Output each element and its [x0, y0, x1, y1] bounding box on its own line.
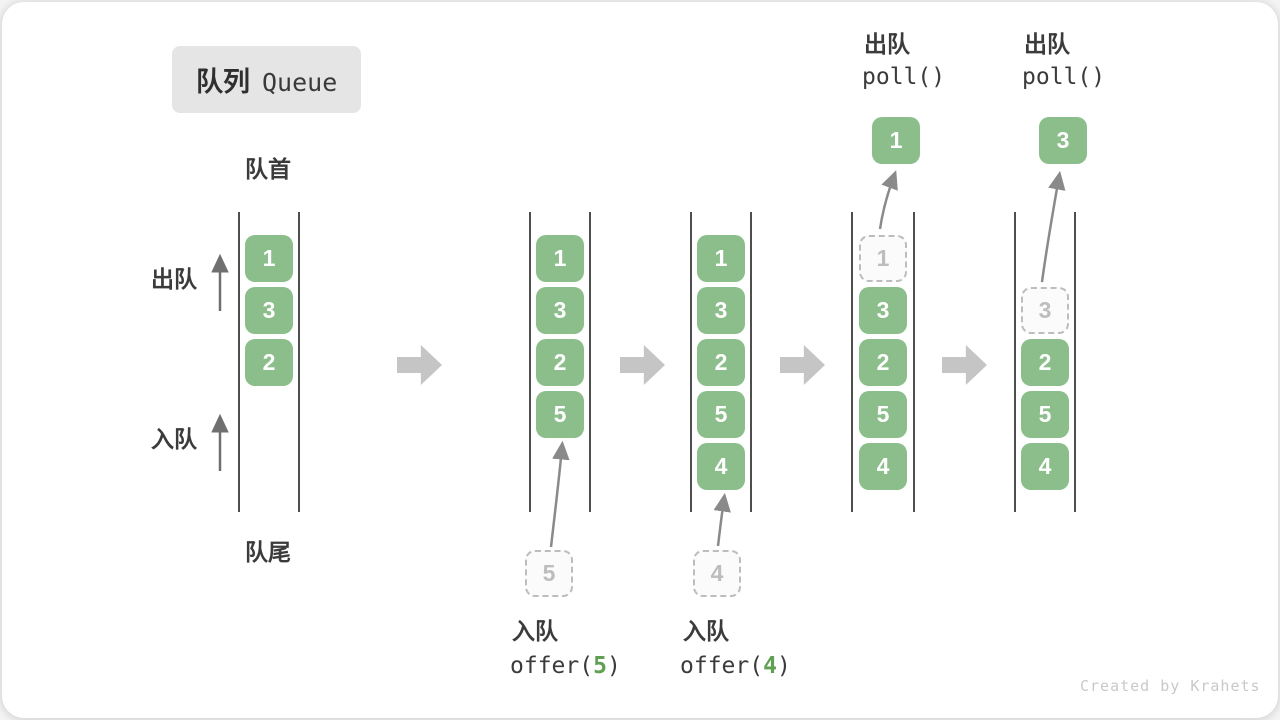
queue-item: 5	[859, 391, 907, 438]
code-pre: offer(	[510, 653, 594, 679]
queue-item: 1	[536, 235, 584, 282]
queue-wall	[851, 212, 853, 512]
queue-item: 1	[697, 235, 745, 282]
op-dequeue1-label: 出队	[864, 31, 910, 57]
op-dequeue2-label: 出队	[1024, 31, 1070, 57]
code-num: 4	[763, 653, 777, 679]
queue-item: 2	[245, 339, 293, 386]
op-dequeue1-code: poll()	[862, 64, 946, 90]
op-enqueue5-label: 入队	[512, 618, 558, 644]
queue-item: 5	[1021, 391, 1069, 438]
insert-arrow-5	[549, 440, 570, 548]
queue-wall	[1014, 212, 1016, 512]
watermark: Created by Krahets	[1080, 677, 1261, 695]
inserted-value-box: 4	[693, 550, 741, 597]
inserted-value-box: 5	[525, 550, 573, 597]
code-pre: offer(	[680, 653, 764, 679]
queue-item: 3	[859, 287, 907, 334]
queue-wall	[238, 212, 240, 512]
queue-item: 4	[697, 443, 745, 490]
queue-item: 4	[1021, 443, 1069, 490]
poll-arrow-1	[878, 170, 898, 230]
popped-value-box: 3	[1039, 117, 1087, 164]
queue-item: 5	[697, 391, 745, 438]
title-zh: 队列	[196, 67, 250, 97]
queue-item: 3	[536, 287, 584, 334]
code-post: )	[606, 653, 621, 679]
op-enqueue4-label: 入队	[683, 618, 729, 644]
queue-item: 1	[245, 235, 293, 282]
op-dequeue2-code: poll()	[1022, 64, 1106, 90]
removed-slot: 1	[859, 235, 907, 282]
label-dequeue-side: 出队	[151, 266, 197, 292]
queue-item: 5	[536, 391, 584, 438]
queue-item: 2	[1021, 339, 1069, 386]
queue-wall	[298, 212, 300, 512]
flow-arrow	[620, 345, 665, 385]
code-post: )	[776, 653, 791, 679]
queue-wall	[690, 212, 692, 512]
flow-arrow	[942, 345, 987, 385]
queue-wall	[913, 212, 915, 512]
queue-wall	[529, 212, 531, 512]
label-queue-front: 队首	[245, 156, 291, 182]
title-badge: 队列 Queue	[172, 46, 362, 113]
label-enqueue-side: 入队	[151, 426, 197, 452]
label-queue-rear: 队尾	[245, 539, 291, 565]
queue-item: 3	[245, 287, 293, 334]
queue-item: 2	[536, 339, 584, 386]
poll-arrow-3	[1040, 170, 1066, 283]
flow-arrow	[780, 345, 825, 385]
queue-wall	[1074, 212, 1076, 512]
queue-item: 4	[859, 443, 907, 490]
queue-item: 3	[697, 287, 745, 334]
queue-item: 2	[697, 339, 745, 386]
title-en: Queue	[262, 68, 338, 97]
queue-wall	[589, 212, 591, 512]
flow-arrow	[397, 345, 442, 385]
queue-item: 2	[859, 339, 907, 386]
insert-arrow-4	[713, 492, 731, 547]
op-enqueue5-code: offer(5)	[510, 655, 621, 678]
queue-wall	[750, 212, 752, 512]
code-num: 5	[593, 653, 607, 679]
popped-value-box: 1	[872, 117, 920, 164]
op-enqueue4-code: offer(4)	[680, 655, 791, 678]
removed-slot: 3	[1021, 287, 1069, 334]
